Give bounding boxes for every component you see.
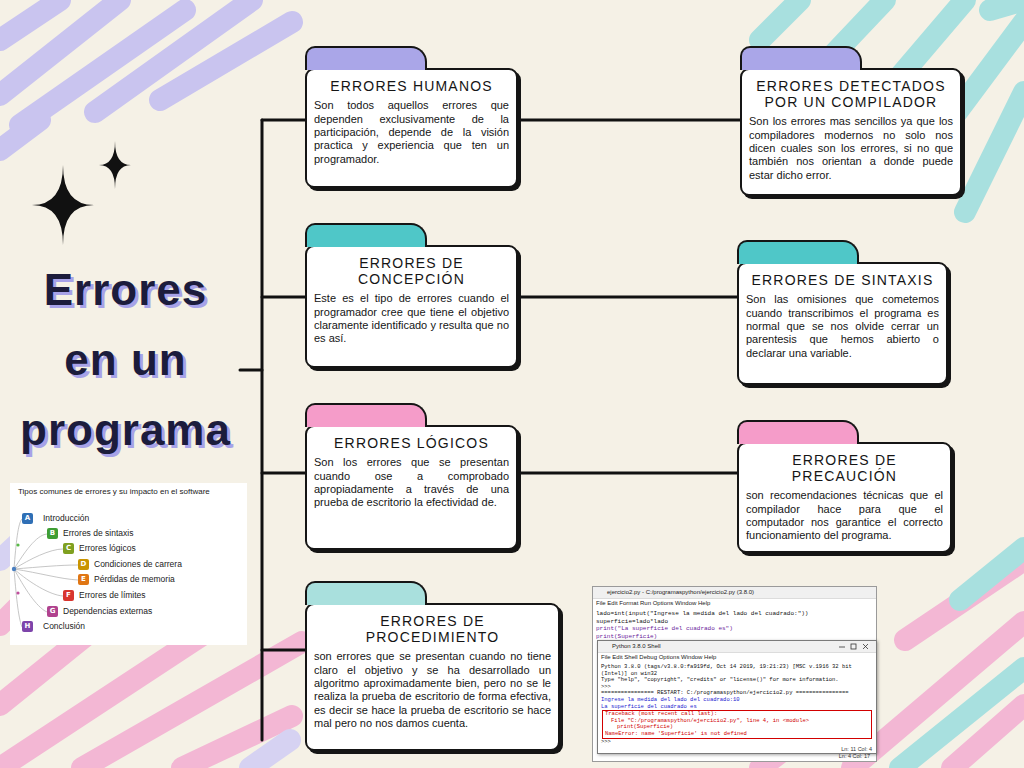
tree-spine <box>261 120 264 740</box>
branch-letter: B <box>47 528 58 539</box>
shell-block: >>> <box>601 739 873 746</box>
box-body: Son los errores que se presentan cuando … <box>314 456 509 510</box>
box-heading: ERRORES HUMANOS <box>314 78 509 94</box>
shell-prompt: >>> <box>601 739 873 746</box>
menu-row: File Edit Format Run Options Window Help <box>593 599 876 608</box>
topic-box: ERRORES DE SINTAXIS Son las omisiones que… <box>737 262 948 385</box>
shell-line: ================ RESTART: C:/programaspy… <box>601 690 873 697</box>
shell-prompt: >>> <box>601 684 873 691</box>
status-area: Ln: 11 Col: 4 <box>598 746 876 753</box>
error-highlight: Traceback (most recent call last):File "… <box>602 710 872 738</box>
box-body: Son las omisiones que cometemos cuando t… <box>746 293 939 360</box>
topic-box: ERRORES LÓGICOS Son los errores que se pr… <box>305 425 518 550</box>
window-titlebar: Python 3.8.0 Shell <box>598 641 876 653</box>
box-body: Son los errores mas sencillos ya que los… <box>749 115 953 182</box>
purple-scribble <box>0 0 292 150</box>
topic-box: ERRORES DETECTADOS POR UN COMPILADOR Son … <box>740 68 962 196</box>
teal-scribble <box>900 548 1024 768</box>
box-body: Este es el tipo de errores cuando el pro… <box>314 292 509 346</box>
window-titlebar: ejercicio2.py - C:/programaspython/ejerc… <box>593 587 876 599</box>
connector-line <box>518 472 737 475</box>
sparkle-star <box>99 141 131 189</box>
branch-letter: H <box>22 621 33 632</box>
branch-letter: E <box>78 574 89 585</box>
topic-box: ERRORES DE PRECAUCIÓN son recomendaciones… <box>737 442 952 553</box>
code-line: print("La superficie del cuadrado es") <box>596 625 873 633</box>
shell-window: Python 3.8.0 Shell File Edit Shell Debug… <box>597 640 877 754</box>
box-body: Son todos aquellos errores que dependen … <box>314 99 509 166</box>
error-line: File "C:/programaspython/ejercicio2.py",… <box>605 718 869 725</box>
shell-line: Python 3.8.0 (tags/v3.8.0:fa919fd, Oct 1… <box>601 664 873 677</box>
folder-tab <box>740 46 862 70</box>
mindmap-image: Tipos comunes de errores y su impacto en… <box>10 483 247 645</box>
diagram-title: Errores en un programa <box>18 255 233 465</box>
folder-tab <box>305 403 427 427</box>
topic-box: ERRORES DE CONCEPCIÓN Este es el tipo de … <box>305 245 518 368</box>
code-line: print(Superficie) <box>596 633 873 641</box>
branch-label: Errores de sintaxis <box>63 528 133 539</box>
topic-box: ERRORES HUMANOS Son todos aquellos errore… <box>305 68 518 188</box>
branch-label: Dependencias externas <box>63 606 152 617</box>
branch-label: Condiciones de carrera <box>94 559 182 570</box>
code-line: lado=int(input("Ingrese la medida del la… <box>596 610 873 618</box>
branch-letter: A <box>22 513 33 524</box>
box-heading: ERRORES LÓGICOS <box>314 435 509 451</box>
folder-tab <box>737 240 859 264</box>
shell-output: Python 3.8.0 (tags/v3.8.0:fa919fd, Oct 1… <box>598 662 876 746</box>
branch-letter: C <box>63 543 74 554</box>
tree-branch <box>240 120 305 650</box>
box-heading: ERRORES DETECTADOS POR UN COMPILADOR <box>749 78 953 110</box>
folder-tab <box>305 581 427 605</box>
folder-tab <box>305 46 427 70</box>
branch-label: Errores lógicos <box>79 543 136 554</box>
error-line: Traceback (most recent call last): <box>605 711 869 718</box>
branch-letter: F <box>63 590 74 601</box>
menu-bar: File Edit Shell Debug Options Window Hel… <box>601 653 876 662</box>
shell-block: Python 3.8.0 (tags/v3.8.0:fa919fd, Oct 1… <box>601 664 873 710</box>
box-body: son errores que se presentan cuando no t… <box>314 650 551 730</box>
branch-label: Errores de límites <box>79 590 146 601</box>
shell-line: Ingrese la medida del lado del cuadrado:… <box>601 697 873 704</box>
box-heading: ERRORES DE PROCEDIMIENTO <box>314 613 551 645</box>
error-line: NameError: name 'Superficie' is not defi… <box>605 731 869 738</box>
branch-label: Introducción <box>43 513 89 524</box>
box-heading: ERRORES DE CONCEPCIÓN <box>314 255 509 287</box>
topic-box: ERRORES DE PROCEDIMIENTO son errores que … <box>305 603 560 751</box>
box-heading: ERRORES DE SINTAXIS <box>746 272 939 288</box>
connector-line <box>518 296 737 299</box>
branch-letter: G <box>47 606 58 617</box>
window-buttons <box>834 642 874 651</box>
folder-tab <box>305 223 427 247</box>
shell-line: La superficie del cuadrado es <box>601 704 873 711</box>
status-text: Ln: 11 Col: 4 <box>598 746 876 753</box>
box-heading: ERRORES DE PRECAUCIÓN <box>746 452 943 484</box>
mindmap-title: Tipos comunes de errores y su impacto en… <box>18 487 244 497</box>
branch-letter: D <box>78 559 89 570</box>
error-line: print(Superficie) <box>605 724 869 731</box>
connector-line <box>518 119 740 122</box>
sparkle-star <box>32 165 94 245</box>
code-area: lado=int(input("Ingrese la medida del la… <box>593 608 876 642</box>
window-title: ejercicio2.py - C:/programaspython/ejerc… <box>607 589 754 596</box>
folder-tab <box>737 420 859 444</box>
shell-line: Type "help", "copyright", "credits" or "… <box>601 677 873 684</box>
branch-label: Pérdidas de memoria <box>94 574 175 585</box>
code-line: superficie=lado*lado <box>596 618 873 626</box>
window-title: Python 3.8.0 Shell <box>612 643 661 650</box>
box-body: son recomendaciones técnicas que el comp… <box>746 489 943 543</box>
branch-label: Conclusión <box>43 621 85 632</box>
menu-bar: File Edit Format Run Options Window Help <box>596 599 876 608</box>
menu-row: File Edit Shell Debug Options Window Hel… <box>598 653 876 662</box>
